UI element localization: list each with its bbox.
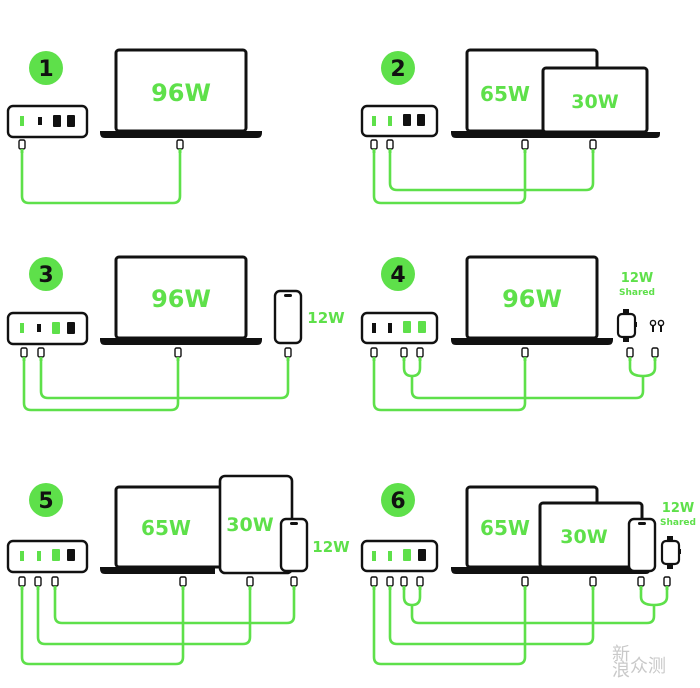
usb-c-cables (370, 139, 597, 205)
smartwatch (660, 536, 681, 569)
earbuds (649, 319, 665, 332)
charger (360, 539, 439, 573)
usb-c-cable (18, 139, 184, 205)
scenario-1-badge: 1 (29, 51, 63, 85)
watermark-line-2: 浪 (612, 660, 630, 681)
shared-note: Shared (660, 518, 696, 528)
scenario-3-badge: 3 (29, 257, 63, 291)
charger (6, 104, 89, 139)
laptop-power-label: 65W (141, 516, 191, 540)
usb-c-cables (370, 347, 659, 412)
laptop-small: 30W (530, 66, 660, 138)
watermark: 新 浪 众测 (612, 644, 666, 681)
phone: 12W (273, 289, 345, 345)
charger (360, 104, 439, 138)
scenario-1: 1 96W (6, 48, 262, 205)
tablet: 30W (218, 474, 294, 575)
watermark-line-1: 新 (612, 644, 630, 665)
usb-c-cables (370, 576, 671, 666)
scenario-2: 2 65W 30W (360, 48, 660, 205)
scenario-6-number: 6 (390, 489, 405, 514)
scenario-5-badge: 5 (29, 483, 63, 517)
laptop-small-power-label: 30W (571, 91, 618, 113)
scenario-3-number: 3 (38, 263, 53, 288)
watermark-line-3: 众测 (630, 656, 666, 677)
shared-power-label: 12W Shared (660, 501, 696, 528)
usb-c-cables (20, 347, 292, 412)
scenario-5-number: 5 (38, 489, 53, 514)
scenario-4-badge: 4 (381, 257, 415, 291)
laptop-power-label: 96W (151, 79, 211, 107)
laptop-power-label: 96W (502, 285, 562, 313)
laptop-small-power-label: 30W (560, 526, 607, 548)
laptop: 96W (100, 255, 262, 345)
phone: 12W (279, 517, 350, 573)
scenario-4-number: 4 (390, 263, 405, 288)
smartwatch (616, 309, 637, 342)
phone (627, 517, 657, 573)
scenario-4: 4 96W 12W Shared (360, 255, 665, 412)
shared-watt-label: 12W (662, 501, 694, 516)
laptop: 65W (100, 485, 243, 574)
shared-power-label: 12W Shared (619, 271, 655, 298)
usb-c-cables (18, 576, 298, 666)
scenario-3: 3 96W 12W (6, 255, 345, 412)
charger (6, 539, 89, 574)
laptop: 96W (451, 255, 613, 345)
charger (360, 311, 439, 345)
laptop-large-power-label: 65W (480, 82, 530, 106)
scenario-5: 5 65W 30W 12W (6, 474, 350, 666)
scenario-1-number: 1 (38, 57, 53, 82)
scenario-2-badge: 2 (381, 51, 415, 85)
tablet-power-label: 30W (226, 514, 273, 536)
shared-note: Shared (619, 288, 655, 298)
scenario-6: 6 65W 30W 12W Shared (360, 483, 696, 666)
shared-watt-label: 12W (621, 271, 653, 286)
phone-power-label: 12W (307, 309, 345, 327)
laptop-power-label: 96W (151, 285, 211, 313)
laptop-small: 30W (528, 501, 650, 574)
phone-power-label: 12W (312, 538, 350, 556)
laptop: 96W (100, 48, 262, 138)
scenario-2-number: 2 (390, 57, 405, 82)
charger (6, 311, 89, 346)
scenario-6-badge: 6 (381, 483, 415, 517)
laptop-large-power-label: 65W (480, 516, 530, 540)
